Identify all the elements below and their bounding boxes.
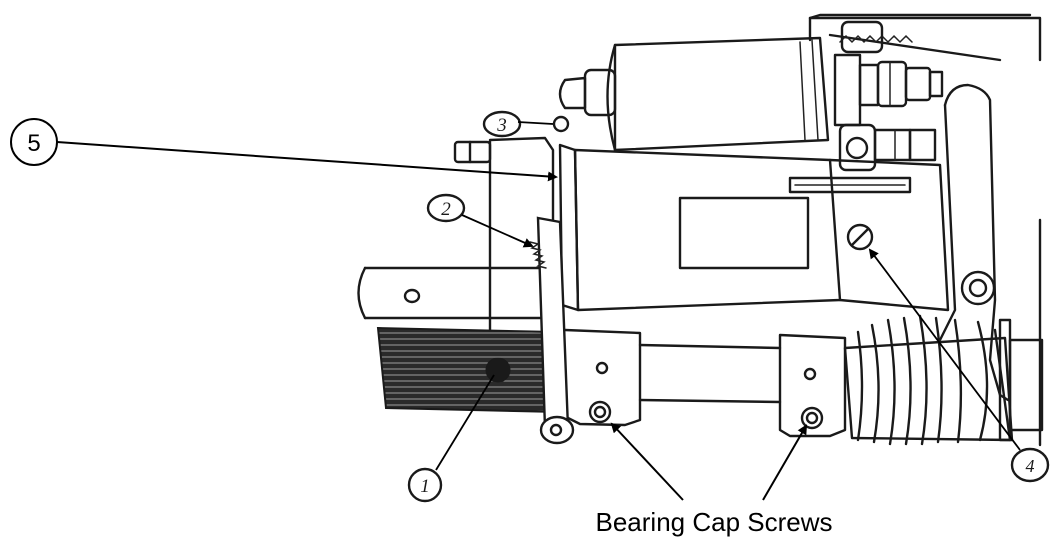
callout-4-label: 4 (1026, 456, 1035, 476)
callout-1-label: 1 (420, 476, 430, 497)
callout-5-label: 5 (27, 130, 40, 157)
callout-4-marker: 4 (868, 248, 1050, 483)
callout-3-marker: 3 (482, 110, 570, 138)
bearing-cap-screws-caption: Bearing Cap Screws (596, 507, 833, 537)
callout-2-label: 2 (441, 199, 451, 220)
callout-3-label: 3 (496, 115, 507, 136)
callout-2-marker: 2 (426, 193, 534, 248)
callout-5-marker: 5 (10, 118, 558, 182)
callout-1-marker: 1 (407, 374, 495, 503)
bearing-cap-screws-annotation: Bearing Cap Screws (596, 422, 833, 537)
coil-spring (843, 314, 1014, 446)
mechanism-drawing (357, 13, 1044, 447)
